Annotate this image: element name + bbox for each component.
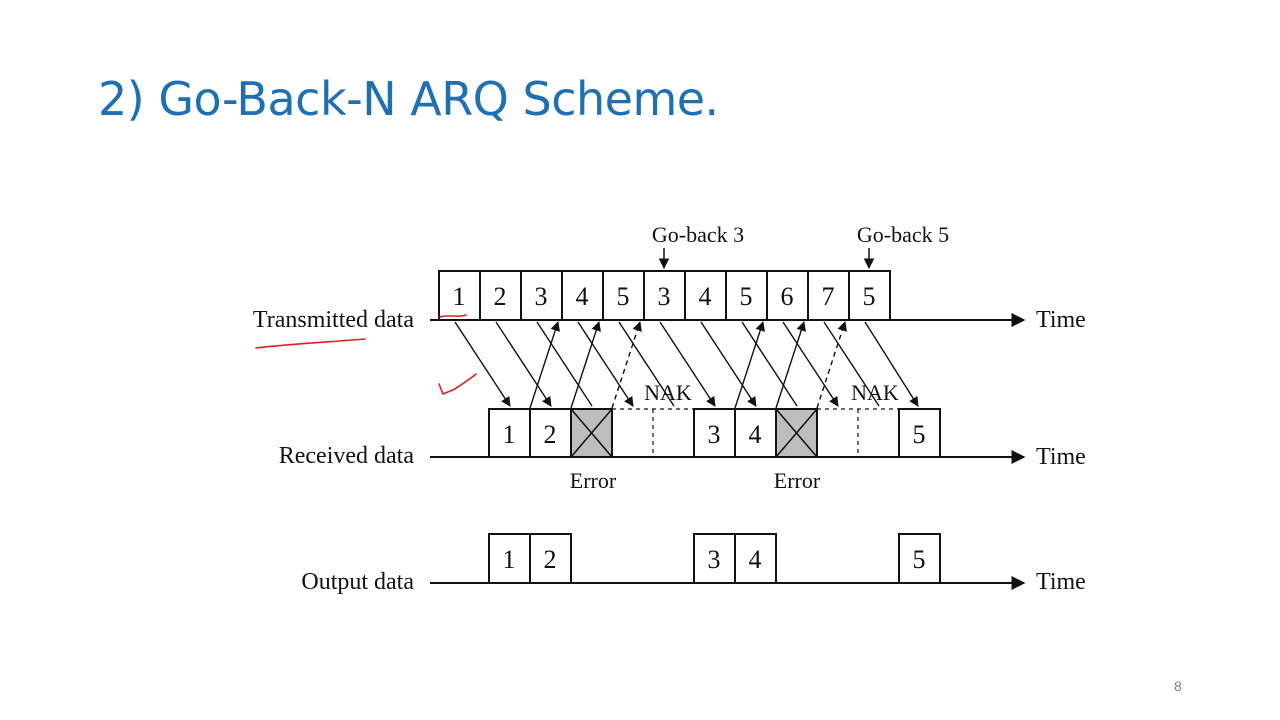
tx-frame-6: 3 — [658, 282, 671, 311]
tx-frame-3: 3 — [535, 282, 548, 311]
rx-frame-3: 3 — [708, 420, 721, 449]
error-label-1: Error — [570, 468, 617, 493]
time-label-output: Time — [1036, 569, 1086, 595]
tx-frame-10: 7 — [822, 282, 835, 311]
tx-frame-1: 1 — [453, 282, 466, 311]
tx-frame-5: 5 — [617, 282, 630, 311]
row-label-received: Received data — [279, 443, 415, 469]
tx-frame-2: 2 — [494, 282, 507, 311]
out-frame-2: 2 — [544, 545, 557, 574]
row-label-output: Output data — [301, 569, 414, 595]
tick-annotation-small — [439, 314, 467, 318]
time-label-transmitted: Time — [1036, 307, 1086, 333]
rx-frame-2: 2 — [544, 420, 557, 449]
tx-frame-8: 5 — [740, 282, 753, 311]
go-back-label-1: Go-back 3 — [652, 222, 744, 247]
tx-frame-7: 4 — [699, 282, 712, 311]
out-frame-3: 3 — [708, 545, 721, 574]
row-label-transmitted: Transmitted data — [253, 307, 414, 333]
out-frame-1: 1 — [503, 545, 516, 574]
discarded-slots — [612, 408, 899, 457]
tx-frame-9: 6 — [781, 282, 794, 311]
page-number: 8 — [1174, 678, 1182, 694]
transmission-arrows — [454, 321, 919, 409]
time-label-received: Time — [1036, 444, 1086, 470]
rx-frame-1: 1 — [503, 420, 516, 449]
output-frames: 1 2 3 4 5 — [488, 533, 941, 584]
rx-frame-5: 5 — [913, 420, 926, 449]
nak-label-2: NAK — [851, 380, 899, 405]
nak-arrows — [611, 321, 847, 409]
slide-title: 2) Go-Back-N ARQ Scheme. — [98, 72, 719, 126]
rx-frame-4: 4 — [749, 420, 762, 449]
out-frame-5: 5 — [913, 545, 926, 574]
red-annotations — [255, 314, 477, 396]
received-frames: 1 2 3 4 5 — [488, 408, 941, 458]
tx-frame-4: 4 — [576, 282, 589, 311]
nak-label-1: NAK — [644, 380, 692, 405]
tx-frame-11: 5 — [863, 282, 876, 311]
checkmark-annotation — [438, 373, 477, 396]
out-frame-4: 4 — [749, 545, 762, 574]
error-label-2: Error — [774, 468, 821, 493]
transmitted-frames: 1 2 3 4 5 3 4 5 6 7 5 — [438, 270, 891, 321]
underline-annotation — [255, 338, 366, 349]
go-back-label-2: Go-back 5 — [857, 222, 949, 247]
